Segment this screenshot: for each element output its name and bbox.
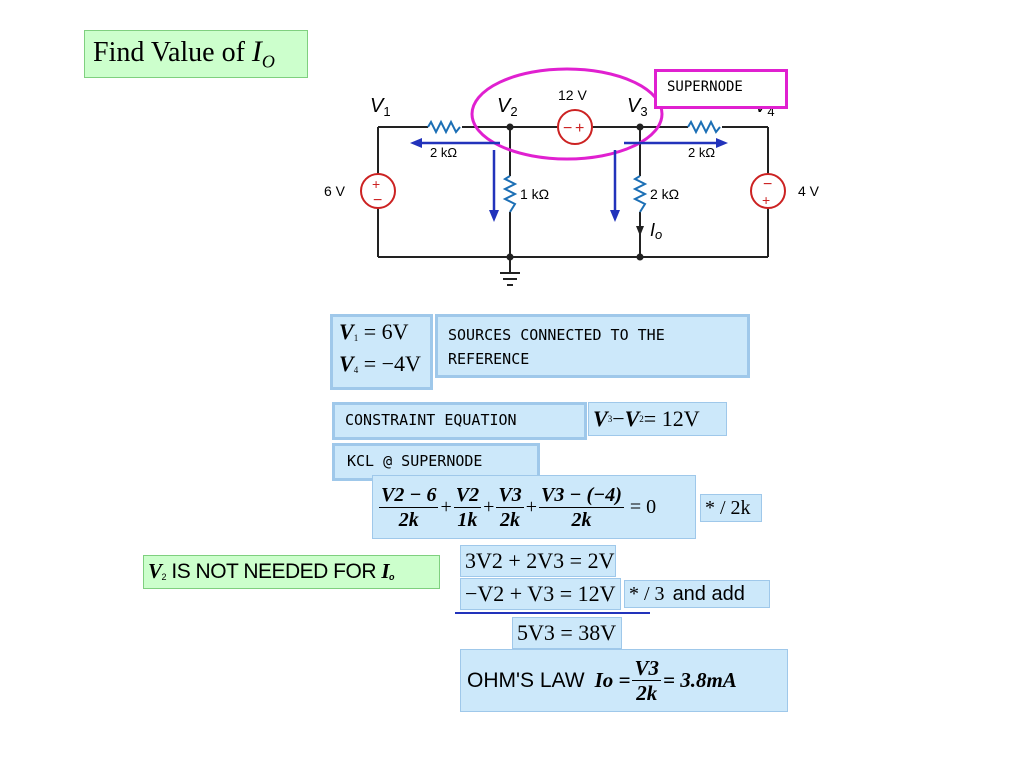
label-v3: V3 (627, 95, 648, 119)
source-6v: + − (360, 173, 396, 209)
system-multiplier: * / 3 and add (624, 580, 770, 608)
label-6v: 6 V (324, 183, 346, 199)
kcl-term-4: V3 − (−4)2k (539, 483, 624, 531)
sum-line (455, 612, 650, 614)
label-r-mid: 1 kΩ (520, 186, 549, 202)
kcl-multiplier: * / 2k (700, 494, 762, 522)
v2-symbol: V (148, 559, 162, 583)
svg-text:−: − (563, 120, 572, 137)
sources-values-box: V1 = 6V V4 = −4V (330, 314, 433, 390)
resistor-v3 (632, 175, 648, 213)
title-sub: O (261, 51, 275, 72)
label-12v: 12 V (558, 87, 587, 103)
svg-text:−: − (373, 192, 382, 209)
svg-text:+: + (372, 176, 380, 192)
sources-note-text: SOURCES CONNECTED TO THE REFERENCE (448, 326, 665, 368)
label-r-right: 2 kΩ (688, 145, 715, 160)
ohm-result: = 3.8mA (662, 668, 737, 692)
svg-text:+: + (575, 120, 584, 137)
label-r-left: 2 kΩ (430, 145, 457, 160)
node-dot-v3 (636, 123, 644, 131)
ohm-denominator: 2k (636, 681, 658, 705)
title-text: Find Value of (93, 37, 252, 68)
supernode-ellipse (470, 67, 664, 161)
system-eq-1: 3V2 + 2V3 = 2V (460, 545, 616, 577)
ground-symbol (500, 272, 520, 286)
v2-note-text: IS NOT NEEDED FOR (171, 560, 377, 583)
title-var: I (251, 35, 262, 68)
v2-note-box: V2 IS NOT NEEDED FOR Io (143, 555, 440, 589)
io-symbol: I (381, 559, 390, 583)
node-dot-bottom-v3 (636, 253, 644, 261)
label-io: Io (650, 220, 662, 242)
plus-1: + (440, 495, 452, 518)
ohm-label: OHM'S LAW (467, 668, 585, 692)
io-arrow (636, 226, 644, 236)
title-box: Find Value of IO (84, 30, 308, 78)
label-v1: V1 (370, 95, 391, 119)
constraint-label: CONSTRAINT EQUATION (332, 402, 587, 440)
resistor-left (427, 119, 461, 135)
plus-2: + (483, 495, 495, 518)
source-4v: − + (750, 173, 786, 209)
label-4v: 4 V (798, 183, 820, 199)
system-sum: 5V3 = 38V (512, 617, 622, 649)
supernode-label: SUPERNODE (654, 69, 788, 109)
node-dot-bottom-v2 (506, 253, 514, 261)
v1-equation: V1 = 6V (339, 319, 409, 344)
source-12v: − + (557, 109, 593, 145)
resistor-mid (502, 175, 518, 213)
label-v2: V2 (497, 95, 518, 119)
kcl-rhs: = 0 (629, 495, 657, 518)
svg-text:+: + (762, 192, 770, 208)
plus-3: + (525, 495, 537, 518)
label-r-v3: 2 kΩ (650, 186, 679, 202)
circuit-diagram: − + + − − + V1 V2 V3 V4 12 V 6 V 4 V 2 k… (324, 67, 820, 286)
node-dot-v2 (506, 123, 514, 131)
sources-note: SOURCES CONNECTED TO THE REFERENCE (435, 314, 750, 378)
svg-text:−: − (763, 176, 772, 193)
current-arrows (410, 138, 728, 222)
resistor-right (687, 119, 721, 135)
ohm-numerator: V3 (632, 656, 661, 681)
v4-equation: V4 = −4V (339, 351, 421, 376)
system-eq-2: −V2 + V3 = 12V (460, 578, 621, 610)
and-add-text: and add (672, 582, 745, 605)
